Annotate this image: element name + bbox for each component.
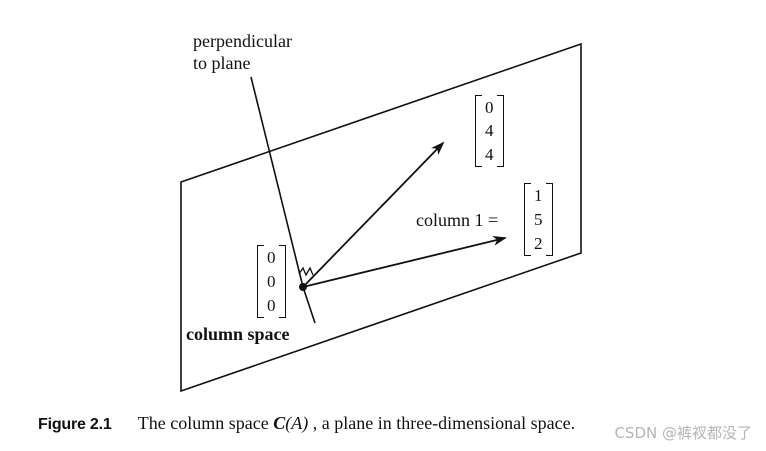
perpendicular-label: perpendicular to plane — [193, 32, 292, 72]
caption-text-before: The column space — [137, 413, 274, 433]
vector-top-matrix: 0 4 4 — [475, 95, 504, 167]
vector-column1-matrix: 1 5 2 — [524, 183, 553, 256]
vector-origin-entry-1: 0 — [267, 248, 276, 267]
perpendicular-label-line2: to plane — [193, 53, 251, 73]
right-angle-mark — [298, 266, 314, 277]
perpendicular-label-line1: perpendicular — [193, 31, 292, 51]
vector-top-entry-1: 0 — [485, 98, 494, 117]
figure-caption: Figure 2.1 The column space C(A) , a pla… — [38, 413, 575, 434]
vector-top-entry-2: 4 — [485, 121, 494, 141]
perpendicular-line — [250, 76, 304, 288]
column-space-plane — [180, 42, 582, 393]
column1-label: column 1 = — [416, 210, 499, 230]
vector-arrow-top — [302, 141, 445, 288]
vector-top-entry-3: 4 — [485, 144, 494, 164]
vector-arrow-column1 — [302, 235, 507, 288]
watermark: CSDN @裤衩都没了 — [614, 424, 752, 442]
column-space-label: column space — [186, 324, 290, 344]
origin-point — [299, 283, 307, 291]
vector-column1-entry-1: 1 — [534, 186, 543, 205]
vector-column1-entry-3: 2 — [534, 233, 543, 253]
caption-math-symbol: C — [273, 413, 286, 433]
vector-column1-entry-2: 5 — [534, 209, 543, 229]
vector-origin-matrix: 0 0 0 — [257, 245, 286, 318]
vector-origin-entry-2: 0 — [267, 271, 276, 291]
caption-text-after: , a plane in three-dimensional space. — [312, 413, 576, 433]
perpendicular-line-lower — [302, 286, 316, 324]
vector-origin-entry-3: 0 — [267, 295, 276, 315]
figure-number: Figure 2.1 — [38, 416, 112, 433]
caption-math-arg: (A) — [285, 413, 309, 433]
